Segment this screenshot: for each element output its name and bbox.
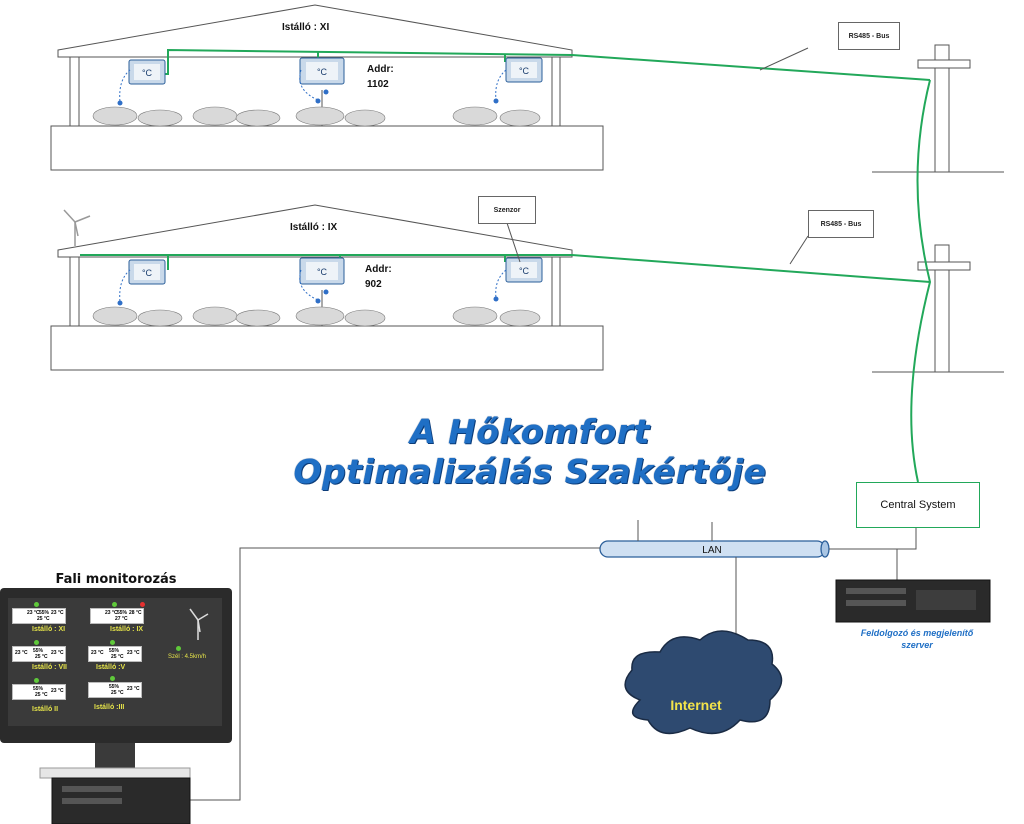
stable-title-ix: Istálló : IX xyxy=(290,222,338,233)
status-dot xyxy=(176,646,181,651)
sensor-unit-label: °C xyxy=(317,267,328,277)
tile-humidity: 55% xyxy=(39,610,50,616)
monitor-title: Fali monitorozás xyxy=(55,572,177,587)
network-cables xyxy=(185,520,917,801)
status-dot xyxy=(110,676,115,681)
tile-humidity: 55% xyxy=(109,648,120,654)
address-value: 902 xyxy=(365,279,382,290)
wind-turbine-icon xyxy=(189,608,209,640)
tile-temp: 28 °C xyxy=(129,610,142,616)
server-caption-line-2: szerver xyxy=(901,640,933,650)
sensor-unit-label: °C xyxy=(142,68,153,78)
sensor-unit-label: °C xyxy=(317,67,328,77)
tile-stable-name: Istálló : IX xyxy=(110,626,144,633)
workstation-icon xyxy=(39,740,191,824)
wall-monitor: 23 °C 55% 23 °C 25 °C Istálló : XI 23 °C… xyxy=(0,588,232,743)
tile-temp: 23 °C xyxy=(105,610,118,616)
wind-turbine-icon xyxy=(63,209,91,246)
stable-xi-building xyxy=(50,4,604,171)
address-block-xi: Addr: 1102 xyxy=(367,62,394,92)
tile-stable-name: Istálló : XI xyxy=(32,626,66,633)
tile-temp: 23 °C xyxy=(51,610,64,616)
cows-stable-ix xyxy=(92,306,541,327)
internet-label: Internet xyxy=(670,697,722,713)
lan-bus xyxy=(599,540,830,558)
tile-humidity: 55% xyxy=(33,648,44,654)
tile-temp: 23 °C xyxy=(15,650,28,656)
stable-tile: 23 °C 55% 28 °C 27 °C xyxy=(90,608,144,624)
sensor-unit-label: °C xyxy=(519,266,530,276)
sensor-unit-label: °C xyxy=(519,66,530,76)
sensor-unit-label: °C xyxy=(142,268,153,278)
tile-temp: 23 °C xyxy=(127,650,140,656)
address-label: Addr: xyxy=(367,64,394,75)
address-block-ix: Addr: 902 xyxy=(365,262,392,292)
lan-label: LAN xyxy=(702,545,721,556)
tile-temp: 25 °C xyxy=(35,692,48,698)
tile-stable-name: Istálló :III xyxy=(94,704,125,711)
server-caption-line-1: Feldolgozó és megjelenítő xyxy=(860,628,974,638)
bus-line-stable-ix xyxy=(80,254,931,283)
wind-speed: Szél : 4.5km/h xyxy=(168,654,207,660)
status-dot xyxy=(112,602,117,607)
bus-label-xi: RS485 - Bus xyxy=(838,22,900,50)
stable-tile: 55% 23 °C 25 °C xyxy=(12,684,66,700)
tile-temp: 23 °C xyxy=(27,610,40,616)
headline-line-2: Optimalizálás Szakértője xyxy=(293,452,767,491)
status-dot xyxy=(34,602,39,607)
stable-tile: 23 °C 55% 23 °C 25 °C xyxy=(88,646,142,662)
status-dot xyxy=(110,640,115,645)
status-dot xyxy=(34,678,39,683)
tile-temp: 23 °C xyxy=(51,688,64,694)
tile-stable-name: Istálló II xyxy=(32,706,59,713)
address-label: Addr: xyxy=(365,264,392,275)
tile-humidity: 55% xyxy=(33,686,44,692)
address-value: 1102 xyxy=(367,79,389,90)
stable-tile: 55% 23 °C 25 °C xyxy=(88,682,142,698)
stable-tile: 23 °C 55% 23 °C 25 °C xyxy=(12,608,66,624)
bus-label-ix: RS485 - Bus xyxy=(808,210,874,238)
central-system-box: Central System xyxy=(856,482,980,528)
status-dot xyxy=(34,640,39,645)
tile-humidity: 55% xyxy=(117,610,128,616)
server-icon xyxy=(835,579,991,623)
tile-temp: 25 °C xyxy=(37,616,50,622)
stable-tile: 23 °C 55% 23 °C 25 °C xyxy=(12,646,66,662)
sensor-label: Szenzor xyxy=(478,196,536,224)
tile-stable-name: Istálló :V xyxy=(96,664,126,671)
tile-temp: 25 °C xyxy=(111,654,124,660)
sensor-devices xyxy=(128,57,543,285)
tile-temp: 23 °C xyxy=(51,650,64,656)
tile-temp: 27 °C xyxy=(115,616,128,622)
server-caption: Feldolgozó és megjelenítő szerver xyxy=(832,627,1002,651)
tile-temp: 23 °C xyxy=(91,650,104,656)
tile-temp: 25 °C xyxy=(35,654,48,660)
bus-backbone xyxy=(910,79,932,483)
stable-ix-building xyxy=(50,204,604,371)
tile-stable-name: Istálló : VII xyxy=(32,664,68,671)
utility-poles xyxy=(872,44,1004,373)
tile-humidity: 55% xyxy=(109,684,120,690)
headline-line-1: A Hőkomfort xyxy=(410,412,650,451)
sensor-probes xyxy=(119,69,507,303)
tile-temp: 25 °C xyxy=(111,690,124,696)
monitor-screen: 23 °C 55% 23 °C 25 °C Istálló : XI 23 °C… xyxy=(8,598,222,726)
sensor-probe-tips xyxy=(117,89,499,306)
alarm-dot xyxy=(140,602,145,607)
cows-stable-xi xyxy=(92,106,541,127)
internet-cloud-icon xyxy=(624,630,783,735)
stable-title-xi: Istálló : XI xyxy=(282,22,330,33)
tile-temp: 23 °C xyxy=(127,686,140,692)
